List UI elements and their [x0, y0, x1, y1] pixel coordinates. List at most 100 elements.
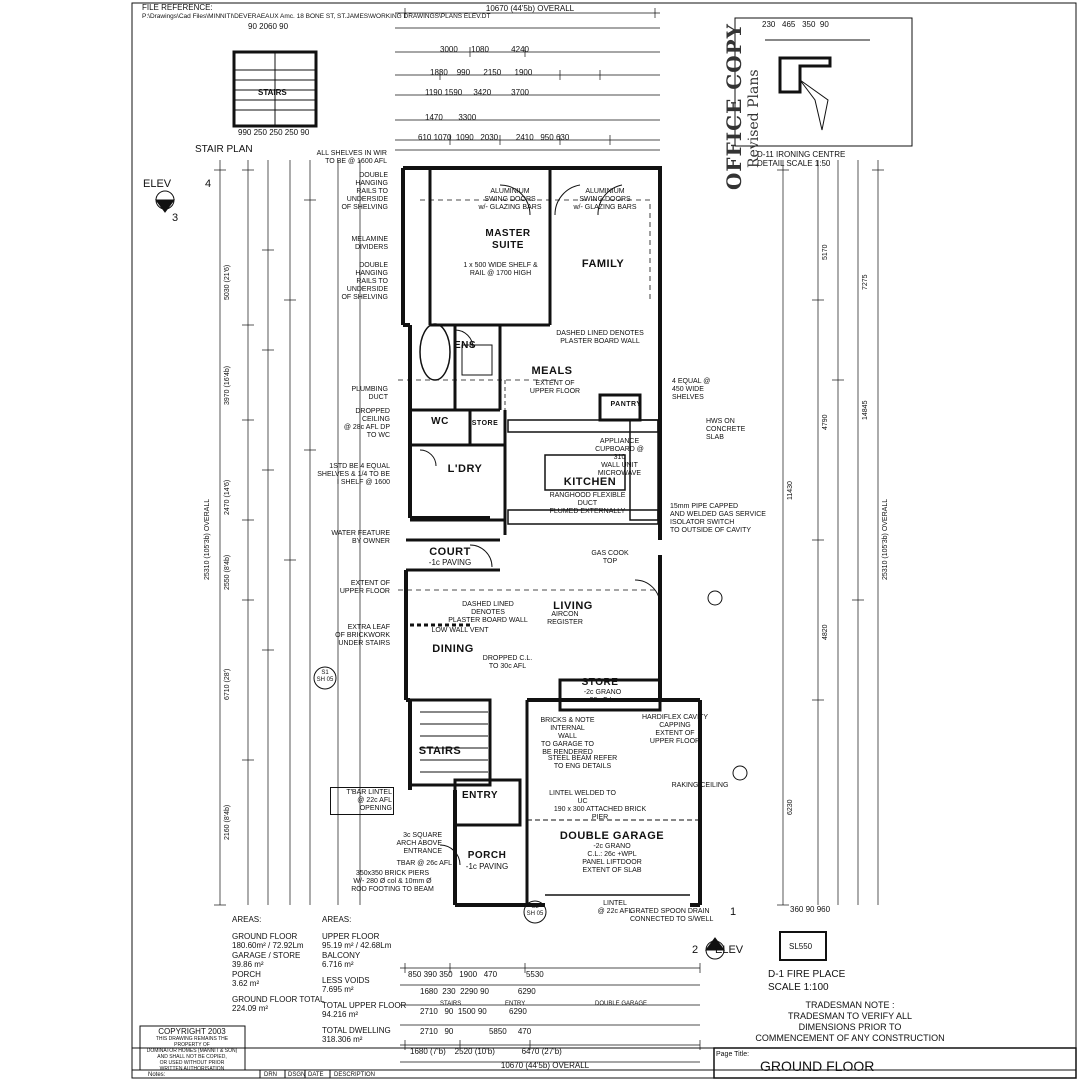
section-marker-s1: S1 SH 05: [316, 670, 334, 683]
gas-cooktop-note: GAS COOK TOP: [591, 550, 629, 565]
area-label: GROUND FLOOR TOTAL: [232, 995, 325, 1004]
aircon-register-note: AIRCON REGISTER: [547, 611, 583, 626]
left-note-hanging-rails-2: DOUBLE HANGING RAILS TO UNDERSIDE OF SHE…: [341, 262, 388, 301]
area-value: 224.09 m²: [232, 1004, 269, 1013]
bottom-label-stairs: STAIRS: [440, 1001, 462, 1007]
low-wall-note: LOW WALL VENT: [431, 627, 489, 634]
right-dim-overall: 25310 (105'3b) OVERALL: [882, 498, 889, 580]
copyright-title: COPYRIGHT 2003: [158, 1027, 226, 1036]
area-value: 180.60m² / 72.92Lm: [232, 941, 304, 950]
tradesman-note: TRADESMAN NOTE : TRADESMAN TO VERIFY ALL…: [755, 1000, 945, 1043]
right-dim-4: 4820: [822, 624, 829, 640]
left-dim-5: 6710 (28'): [224, 668, 231, 700]
dim-top-row-1: 3000 1080 4240: [440, 45, 529, 54]
fireplace-title: D-1 FIRE PLACE: [768, 969, 846, 980]
bottom-label-entry: ENTRY: [505, 1001, 526, 1007]
room-wc: WC: [431, 416, 449, 427]
dim-top-row-2: 1830 990 2150 1900: [430, 68, 533, 77]
living-dashed-note: DASHED LINED DENOTES PLASTER BOARD WALL: [448, 601, 528, 624]
right-dim-3: 11430: [787, 481, 794, 500]
ironing-dims: 230 465 350 90: [762, 20, 829, 29]
room-master-suite: MASTER SUITE: [485, 228, 531, 251]
porch-paving-note: -1c PAVING: [465, 862, 509, 871]
area-value: 3.62 m²: [232, 979, 260, 988]
area-label: BALCONY: [322, 951, 361, 960]
room-family: FAMILY: [581, 258, 625, 270]
copyright-text: THIS DRAWING REMAINS THE PROPERTY OF DOM…: [146, 1036, 238, 1072]
areas-title-right: AREAS:: [322, 915, 352, 924]
areas-title-left: AREAS:: [232, 915, 262, 924]
dashed-lined-note: DASHED LINED DENOTES PLASTER BOARD WALL: [556, 330, 644, 345]
left-note-melamine: MELAMINE DIVIDERS: [351, 236, 388, 251]
fireplace-code: SL550: [789, 942, 813, 951]
room-pantry: PANTRY: [610, 401, 642, 408]
court-paving-note: -1c PAVING: [428, 558, 472, 567]
area-label: LESS VOIDS: [322, 976, 370, 985]
area-value: 318.306 m²: [322, 1035, 363, 1044]
ironing-detail-scale: DETAIL SCALE 1:50: [757, 159, 831, 168]
stamp-line-1: OFFICE COPY: [722, 23, 746, 190]
lintel-welded-note: LINTEL WELDED TO UC: [549, 790, 616, 805]
fireplace-dims: 360 90 960: [790, 905, 831, 914]
elev-marker-num-a-top: 4: [205, 178, 212, 190]
area-value: 7.695 m²: [322, 985, 354, 994]
room-ens: ENS: [453, 340, 477, 351]
room-living: LIVING: [553, 600, 593, 612]
room-meals: MEALS: [531, 365, 573, 377]
right-dim-7: 7275: [862, 274, 869, 290]
area-value: 95.19 m² / 42.68Lm: [322, 941, 392, 950]
dropped-cl-note: DROPPED C.L. TO 30c AFL: [482, 655, 533, 670]
page-title-label: Page Title:: [716, 1051, 750, 1058]
overall-width-bottom: 10670 (44'5b) OVERALL: [500, 1061, 590, 1070]
left-note-extra-leaf: EXTRA LEAF OF BRICKWORK UNDER STAIRS: [335, 624, 390, 647]
dim-bottom-row-2: 1680 230 2290 90 6290: [420, 987, 536, 996]
room-store-upper: STORE: [471, 420, 499, 427]
title-block-dsgn: DSGN: [288, 1072, 306, 1078]
right-dim-1: 5170: [822, 244, 829, 260]
area-label: TOTAL UPPER FLOOR: [322, 1001, 407, 1010]
area-value: 94.216 m²: [322, 1010, 359, 1019]
hardiflex-note: HARDIFLEX CAVITY CAPPING EXTENT OF UPPER…: [642, 714, 708, 745]
room-dining: DINING: [432, 643, 474, 655]
room-stairs: STAIRS: [418, 745, 462, 757]
room-porch: PORCH: [467, 850, 507, 861]
office-copy-stamp: OFFICE COPY Revised Plans: [722, 23, 762, 190]
extent-upper-note: EXTENT OF UPPER FLOOR: [529, 380, 581, 395]
right-dim-2: 4790: [822, 414, 829, 430]
attached-pier-note: 190 x 300 ATTACHED BRICK PIER: [553, 806, 647, 821]
stair-plan-title: STAIR PLAN: [195, 144, 253, 155]
area-label: UPPER FLOOR: [322, 932, 380, 941]
area-label: TOTAL DWELLING: [322, 1026, 391, 1035]
title-block-date: DATE: [308, 1072, 324, 1078]
right-note-shelves: 4 EQUAL @ 450 WIDE SHELVES: [672, 378, 711, 401]
left-note-brick-piers: 350x350 BRICK PIERS W/- 280 Ø col & 10mm…: [351, 870, 434, 893]
elev-marker-num-b-bottom: 1: [730, 906, 737, 918]
bottom-label-garage: DOUBLE GARAGE: [595, 1001, 648, 1007]
dim-top-row-5: 610 1070 1090 2030 2410 950 630: [418, 133, 570, 142]
right-dim-6: 14845: [862, 400, 869, 420]
family-aluminium-note: ALUMINIUM SWING DOORS w/- GLAZING BARS: [573, 188, 637, 211]
room-store-lower: STORE: [581, 677, 619, 688]
stair-plan-dims-top: 90 2060 90: [248, 22, 289, 31]
title-block-drn: DRN: [264, 1072, 277, 1078]
left-note-shelves-wir: ALL SHELVES IN WIR TO BE @ 1600 AFL: [316, 150, 387, 165]
room-ldry: L'DRY: [447, 463, 483, 475]
dim-bottom-row-3: 2710 90 1500 90 6290: [420, 1007, 527, 1016]
left-note-hanging-rails-1: DOUBLE HANGING RAILS TO UNDERSIDE OF SHE…: [341, 172, 388, 211]
dim-bottom-row-5: 1680 (7'b) 2520 (10'b) 6470 (27'b): [410, 1047, 562, 1056]
left-note-shelves-ldry: 1STD BE 4 EQUAL SHELVES & 1/4 TO BE I SH…: [317, 463, 390, 486]
section-marker-s2: S2 SH 05: [526, 904, 544, 917]
fireplace-scale: SCALE 1:100: [768, 982, 829, 993]
room-court: COURT: [429, 546, 471, 558]
right-note-hws: HWS ON CONCRETE SLAB: [706, 418, 746, 441]
left-dim-4: 2550 (8'4b): [224, 554, 231, 590]
dim-top-row-3: 1190 1590 3420 3700: [425, 88, 529, 97]
room-kitchen: KITCHEN: [563, 476, 617, 488]
left-note-tbar-lintel: T'BAR LINTEL @ 22c AFL OPENING: [330, 787, 394, 815]
master-shelf-note: 1 x 500 WIDE SHELF & RAIL @ 1700 HIGH: [463, 262, 538, 277]
stamp-line-2: Revised Plans: [746, 69, 762, 168]
left-dim-1: 5030 (21'6): [224, 264, 231, 300]
right-dim-5: 6230: [787, 799, 794, 815]
kitchen-notes: APPLIANCE CUPBOARD @ 310 WALL UNIT MICRO…: [595, 438, 644, 477]
area-value: 6.716 m²: [322, 960, 354, 969]
